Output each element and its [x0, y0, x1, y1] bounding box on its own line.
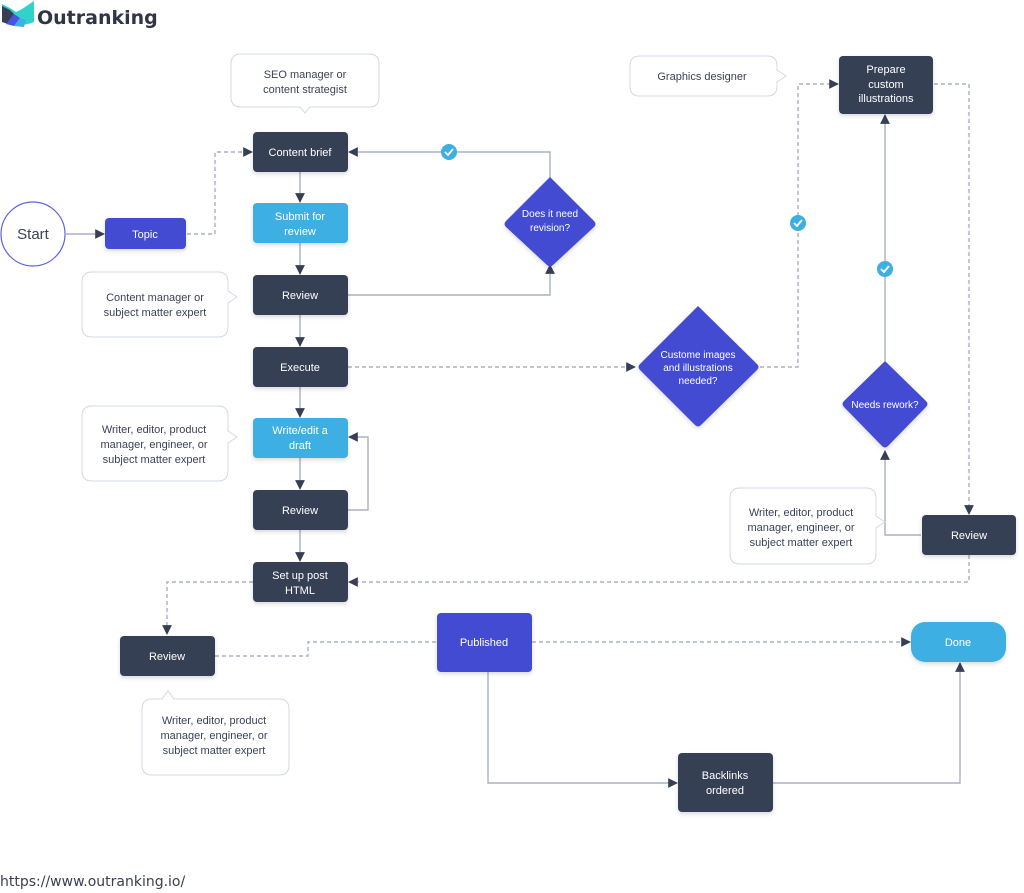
logo-mark-icon: [2, 1, 34, 27]
decision-custom-line2: and illustrations: [663, 363, 732, 374]
decision-rework-label: Needs rework?: [851, 400, 919, 411]
node-setup-post-html[interactable]: Set up post HTML: [253, 562, 348, 602]
node-write-edit-draft[interactable]: Write/edit a draft: [253, 418, 348, 458]
note-writer-3: Writer, editor, product manager, enginee…: [729, 487, 886, 565]
node-review-4-label: Review: [951, 530, 987, 542]
edge-backlinks-done: [773, 662, 965, 784]
checkmark-icon: [444, 148, 454, 157]
node-submit-line1: Submit for: [275, 211, 325, 223]
edges: [66, 79, 974, 788]
note-w3-line2: manager, engineer, or: [747, 522, 854, 534]
check-badge-revision: [441, 144, 457, 160]
decision-custom-images[interactable]: Custome images and illustrations needed?: [638, 306, 759, 427]
decision-revision-line2: revision?: [530, 223, 570, 234]
node-review-3-label: Review: [149, 651, 185, 663]
note-w3-line1: Writer, editor, product: [749, 507, 853, 519]
edge-review3-published: [215, 641, 436, 657]
note-w2-line2: manager, engineer, or: [160, 730, 267, 742]
node-done-label: Done: [945, 637, 971, 649]
brand-name: Outranking: [37, 7, 158, 29]
node-review-2[interactable]: Review: [253, 490, 348, 530]
note-content-manager: Content manager or subject matter expert: [81, 271, 238, 338]
node-setup-line1: Set up post: [272, 570, 328, 582]
edge-topic-brief: [187, 147, 253, 235]
node-review-1[interactable]: Review: [253, 275, 348, 315]
outranking-logo[interactable]: Outranking: [2, 1, 158, 29]
node-start[interactable]: Start: [0, 201, 66, 267]
note-w1-line2: manager, engineer, or: [100, 439, 207, 451]
node-topic[interactable]: Topic: [105, 218, 186, 249]
note-w2-line3: subject matter expert: [163, 745, 266, 757]
note-cm-line1: Content manager or: [106, 292, 204, 304]
edge-review2-write: [348, 432, 369, 511]
note-graphics: Graphics designer: [629, 55, 787, 97]
decision-needs-revision[interactable]: Does it need revision?: [504, 177, 596, 267]
node-execute[interactable]: Execute: [253, 347, 348, 387]
edge-review4-rework: [880, 450, 921, 536]
node-content-brief[interactable]: Content brief: [253, 132, 348, 172]
note-seo-line2: content strategist: [263, 84, 347, 96]
edge-published-backlinks: [487, 672, 678, 788]
node-review-3[interactable]: Review: [120, 636, 215, 676]
checkmark-icon: [793, 219, 803, 228]
node-prepare-line1: Prepare: [866, 64, 905, 76]
footer-url[interactable]: https://www.outranking.io/: [0, 874, 186, 890]
note-w2-line1: Writer, editor, product: [162, 715, 266, 727]
node-content-brief-label: Content brief: [269, 147, 333, 159]
checkmark-icon: [880, 265, 890, 274]
note-writer-1: Writer, editor, product manager, enginee…: [81, 405, 238, 482]
note-seo: SEO manager or content strategist: [230, 53, 380, 114]
edge-review4-setup: [348, 555, 970, 587]
node-done[interactable]: Done: [911, 622, 1006, 662]
note-seo-line1: SEO manager or: [264, 69, 347, 81]
node-published-label: Published: [460, 637, 508, 649]
node-prepare-illustrations[interactable]: Prepare custom illustrations: [839, 56, 933, 114]
edge-decision-brief: [348, 147, 551, 178]
edge-setup-review3: [162, 581, 253, 635]
node-review-2-label: Review: [282, 505, 318, 517]
node-write-line2: draft: [289, 440, 311, 452]
note-w1-line3: subject matter expert: [103, 454, 206, 466]
note-w1-line1: Writer, editor, product: [102, 424, 206, 436]
decision-custom-line3: needed?: [679, 376, 718, 387]
node-backlinks-line1: Backlinks: [702, 770, 749, 782]
node-topic-label: Topic: [132, 229, 158, 241]
node-write-line1: Write/edit a: [272, 425, 328, 437]
node-backlinks-ordered[interactable]: Backlinks ordered: [678, 753, 773, 812]
node-published[interactable]: Published: [437, 613, 532, 672]
node-start-label: Start: [17, 226, 50, 243]
node-prepare-line3: illustrations: [858, 93, 914, 105]
decision-revision-line1: Does it need: [522, 209, 578, 220]
decision-custom-line1: Custome images: [660, 350, 735, 361]
check-badge-custom: [790, 215, 806, 231]
note-cm-line2: subject matter expert: [104, 307, 207, 319]
node-prepare-line2: custom: [868, 79, 903, 91]
node-review-4[interactable]: Review: [922, 515, 1016, 555]
node-submit-line2: review: [284, 226, 316, 238]
edge-review-decision: [348, 264, 555, 296]
edge-prepare-review4: [934, 83, 974, 515]
node-review-1-label: Review: [282, 290, 318, 302]
node-submit-for-review[interactable]: Submit for review: [253, 203, 348, 243]
node-execute-label: Execute: [280, 362, 320, 374]
note-w3-line3: subject matter expert: [750, 537, 853, 549]
note-graphics-text: Graphics designer: [657, 71, 747, 83]
decision-needs-rework[interactable]: Needs rework?: [842, 361, 928, 448]
node-setup-line2: HTML: [285, 585, 315, 597]
note-writer-2: Writer, editor, product manager, enginee…: [141, 690, 290, 776]
check-badge-rework: [877, 261, 893, 277]
node-backlinks-line2: ordered: [706, 785, 744, 797]
